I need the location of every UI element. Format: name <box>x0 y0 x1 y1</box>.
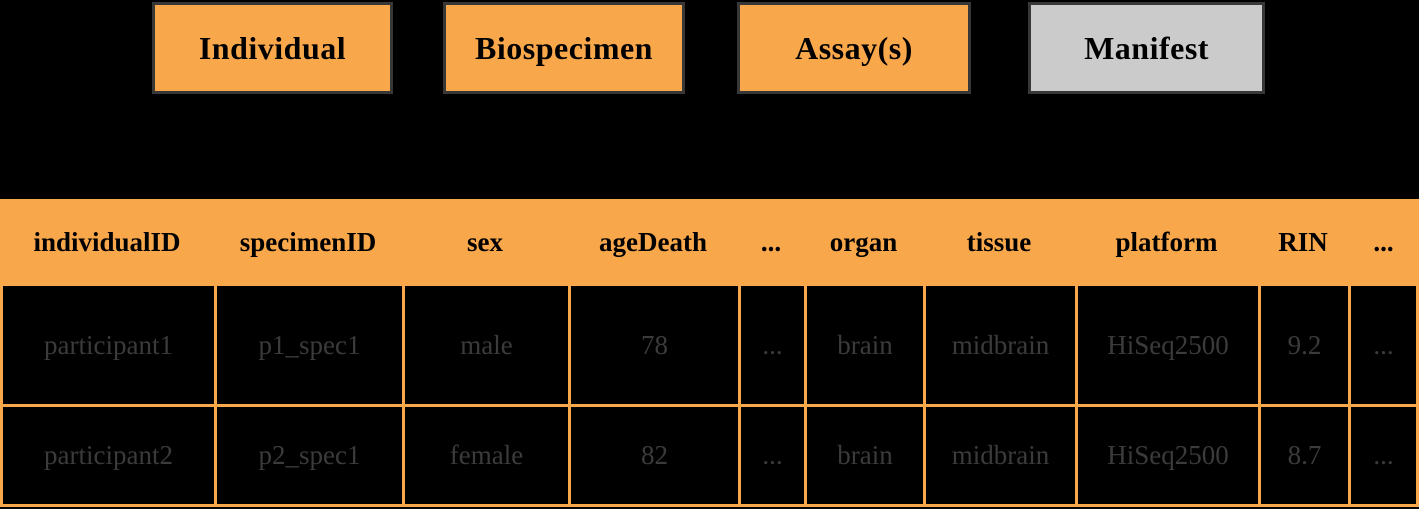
column-header-9: ... <box>1373 227 1394 257</box>
table-cell-r1-c4: ... <box>741 407 807 507</box>
table-cell-r0-c7: HiSeq2500 <box>1078 286 1261 407</box>
table-cell-r0-c6: midbrain <box>926 286 1078 407</box>
table-cell-r0-c2: male <box>405 286 571 407</box>
table-cell-r1-c5: brain <box>807 407 926 507</box>
table-cell-r0-c3: 78 <box>571 286 741 407</box>
column-header-8: RIN <box>1278 227 1328 257</box>
table-cell-r0-c9: ... <box>1351 286 1419 407</box>
table-cell-r1-c2: female <box>405 407 571 507</box>
table-cell-r1-c8: 8.7 <box>1261 407 1351 507</box>
table-cell-r0-c5: brain <box>807 286 926 407</box>
table-cell-r0-c8: 9.2 <box>1261 286 1351 407</box>
schema-box-biospecimen: Biospecimen <box>443 2 685 94</box>
table-cell-r0-c4: ... <box>741 286 807 407</box>
table-cell-r1-c1: p2_spec1 <box>217 407 405 507</box>
column-header-2: sex <box>467 227 503 257</box>
column-header-5: organ <box>829 227 898 257</box>
table-cell-r1-c7: HiSeq2500 <box>1078 407 1261 507</box>
column-header-3: ageDeath <box>599 227 707 257</box>
table-cell-r0-c0: participant1 <box>3 286 217 407</box>
table-cell-r0-c1: p1_spec1 <box>217 286 405 407</box>
column-header-0: individualID <box>33 227 181 257</box>
schema-box-manifest: Manifest <box>1028 2 1265 94</box>
table-cell-r1-c6: midbrain <box>926 407 1078 507</box>
column-header-6: tissue <box>966 227 1032 257</box>
table-cell-r1-c9: ... <box>1351 407 1419 507</box>
column-header-7: platform <box>1115 227 1218 257</box>
schema-boxes-row: Individual Biospecimen Assay(s) Manifest <box>0 0 1419 100</box>
column-header-1: specimenID <box>239 227 377 257</box>
metadata-table: individualID specimenID sex ageDeath... orga… <box>0 199 1419 507</box>
table-cell-r1-c0: participant2 <box>3 407 217 507</box>
column-header-4: ... <box>760 227 782 257</box>
table-header-row: individualID specimenID sex ageDeath... orga… <box>0 199 1419 286</box>
schema-box-assay-s: Assay(s) <box>737 2 971 94</box>
schema-box-individual: Individual <box>152 2 393 94</box>
table-cell-r1-c3: 82 <box>571 407 741 507</box>
